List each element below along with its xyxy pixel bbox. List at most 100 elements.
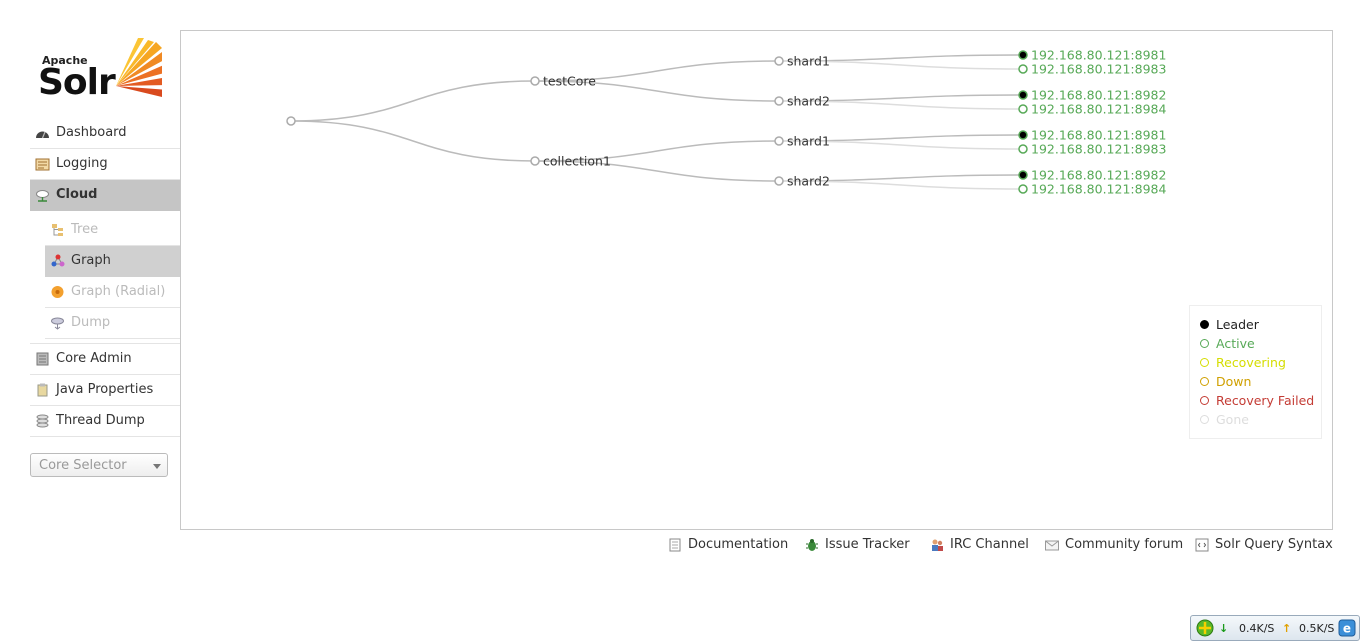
- graph-link: [778, 60, 1024, 70]
- shard-label: shard2: [787, 174, 830, 189]
- footer-documentation-link[interactable]: Documentation: [668, 536, 788, 554]
- recovery-failed-dot-icon: [1200, 396, 1209, 405]
- nav-dump-label: Dump: [71, 315, 111, 330]
- footer-link-label: Community forum: [1065, 537, 1184, 552]
- footer-irc-channel-link[interactable]: IRC Channel: [930, 536, 1029, 554]
- graph-link: [778, 140, 1024, 150]
- leader-replica-node[interactable]: [1018, 90, 1028, 100]
- footer-link-label: Documentation: [688, 537, 789, 552]
- graph-link: [290, 80, 536, 122]
- legend-label: Recovering: [1216, 355, 1286, 370]
- collection-label: testCore: [543, 74, 596, 89]
- irc-people-icon: [932, 539, 943, 551]
- chevron-down-icon: [153, 464, 161, 469]
- active-replica-node[interactable]: [1018, 184, 1028, 194]
- nav-tree-label: Tree: [71, 222, 99, 237]
- active-replica-node[interactable]: [1018, 144, 1028, 154]
- tree-icon: [52, 224, 63, 236]
- collection-node[interactable]: [530, 156, 540, 166]
- shard-label: shard1: [787, 134, 830, 149]
- nav-java-properties[interactable]: Java Properties: [30, 375, 180, 406]
- logging-icon: [35, 158, 50, 171]
- dashboard-icon: [36, 131, 49, 139]
- root-node[interactable]: [286, 116, 296, 126]
- graph-link: [778, 180, 1024, 190]
- legend-label: Leader: [1216, 317, 1259, 332]
- replica-host-label: 192.168.80.121:8984: [1031, 182, 1166, 197]
- shard-label: shard1: [787, 54, 830, 69]
- solr-logo[interactable]: Apache Solr: [38, 38, 163, 104]
- legend-active: Active: [1200, 335, 1255, 353]
- upload-speed: 0.5K/S: [1299, 622, 1335, 635]
- network-monitor-icon: [1196, 619, 1214, 637]
- core-selector-label: Core Selector: [39, 458, 127, 473]
- nav-thread-dump[interactable]: Thread Dump: [30, 406, 180, 437]
- collection-label: collection1: [543, 154, 611, 169]
- documentation-icon: [669, 538, 681, 552]
- radial-graph-icon: [51, 286, 64, 298]
- active-replica-node[interactable]: [1018, 104, 1028, 114]
- dump-icon: [51, 317, 64, 330]
- graph-link: [534, 160, 780, 182]
- graph-link: [534, 80, 780, 102]
- legend-label: Recovery Failed: [1216, 393, 1315, 408]
- leader-replica-node[interactable]: [1018, 170, 1028, 180]
- query-syntax-icon: [1195, 538, 1209, 552]
- mail-icon: [1045, 540, 1059, 551]
- nav-logging[interactable]: Logging: [30, 149, 180, 180]
- nav-cloud-graph-radial[interactable]: Graph (Radial): [45, 277, 180, 308]
- active-replica-node[interactable]: [1018, 64, 1028, 74]
- nav-dashboard[interactable]: Dashboard: [30, 118, 180, 149]
- footer-solr-query-syntax-link[interactable]: Solr Query Syntax: [1195, 536, 1333, 554]
- legend-down: Down: [1200, 373, 1251, 391]
- footer-issue-tracker-link[interactable]: Issue Tracker: [805, 536, 910, 554]
- graph-link: [534, 140, 780, 162]
- footer-community-forum-link[interactable]: Community forum: [1045, 536, 1183, 554]
- legend-label: Gone: [1216, 412, 1249, 427]
- collection-node[interactable]: [530, 76, 540, 86]
- nav-cloud-tree[interactable]: Tree: [45, 215, 180, 246]
- graph-link: [778, 100, 1024, 110]
- legend-leader: Leader: [1200, 316, 1259, 334]
- sun-logo-icon: [116, 38, 162, 98]
- replica-host-label: 192.168.80.121:8984: [1031, 102, 1166, 117]
- network-speed-widget[interactable]: ↓ 0.4K/S ↑ 0.5K/S e: [1190, 615, 1360, 641]
- replica-host-label: 192.168.80.121:8983: [1031, 62, 1166, 77]
- leader-replica-node[interactable]: [1018, 130, 1028, 140]
- footer-link-label: Solr Query Syntax: [1215, 537, 1333, 552]
- nav-core-admin-label: Core Admin: [56, 351, 132, 366]
- replica-host-label: 192.168.80.121:8982: [1031, 88, 1166, 103]
- shard-node[interactable]: [774, 136, 784, 146]
- replica-host-label: 192.168.80.121:8981: [1031, 48, 1166, 63]
- sidebar-nav: Dashboard Logging Cloud Tree Graph Graph…: [30, 118, 180, 437]
- legend-label: Active: [1216, 336, 1255, 351]
- core-selector-dropdown[interactable]: Core Selector: [30, 453, 168, 477]
- thread-dump-icon: [36, 414, 49, 428]
- shard-node[interactable]: [774, 176, 784, 186]
- logo-apache-text: Apache: [42, 54, 88, 67]
- core-admin-icon: [36, 352, 49, 366]
- graph-icon: [51, 254, 65, 267]
- bug-icon: [806, 539, 818, 551]
- nav-cloud-graph[interactable]: Graph: [45, 246, 180, 277]
- footer-links: Documentation Issue Tracker IRC Channel …: [668, 536, 1338, 556]
- nav-graph-radial-label: Graph (Radial): [71, 284, 166, 299]
- nav-logging-label: Logging: [56, 156, 108, 171]
- footer-link-label: Issue Tracker: [825, 537, 910, 552]
- shard-node[interactable]: [774, 56, 784, 66]
- replica-host-label: 192.168.80.121:8981: [1031, 128, 1166, 143]
- leader-replica-node[interactable]: [1018, 50, 1028, 60]
- graph-link: [290, 120, 536, 162]
- nav-core-admin[interactable]: Core Admin: [30, 344, 180, 375]
- graph-legend: Leader Active Recovering Down Recovery F…: [1189, 305, 1322, 439]
- cloud-submenu: Tree Graph Graph (Radial) Dump: [30, 211, 180, 344]
- shard-node[interactable]: [774, 96, 784, 106]
- svg-text:e: e: [1343, 622, 1351, 636]
- nav-java-properties-label: Java Properties: [56, 382, 154, 397]
- nav-cloud-label: Cloud: [56, 187, 98, 202]
- nav-cloud-dump[interactable]: Dump: [45, 308, 180, 339]
- upload-arrow-icon: ↑: [1282, 622, 1292, 635]
- nav-cloud[interactable]: Cloud: [30, 180, 180, 211]
- down-dot-icon: [1200, 377, 1209, 386]
